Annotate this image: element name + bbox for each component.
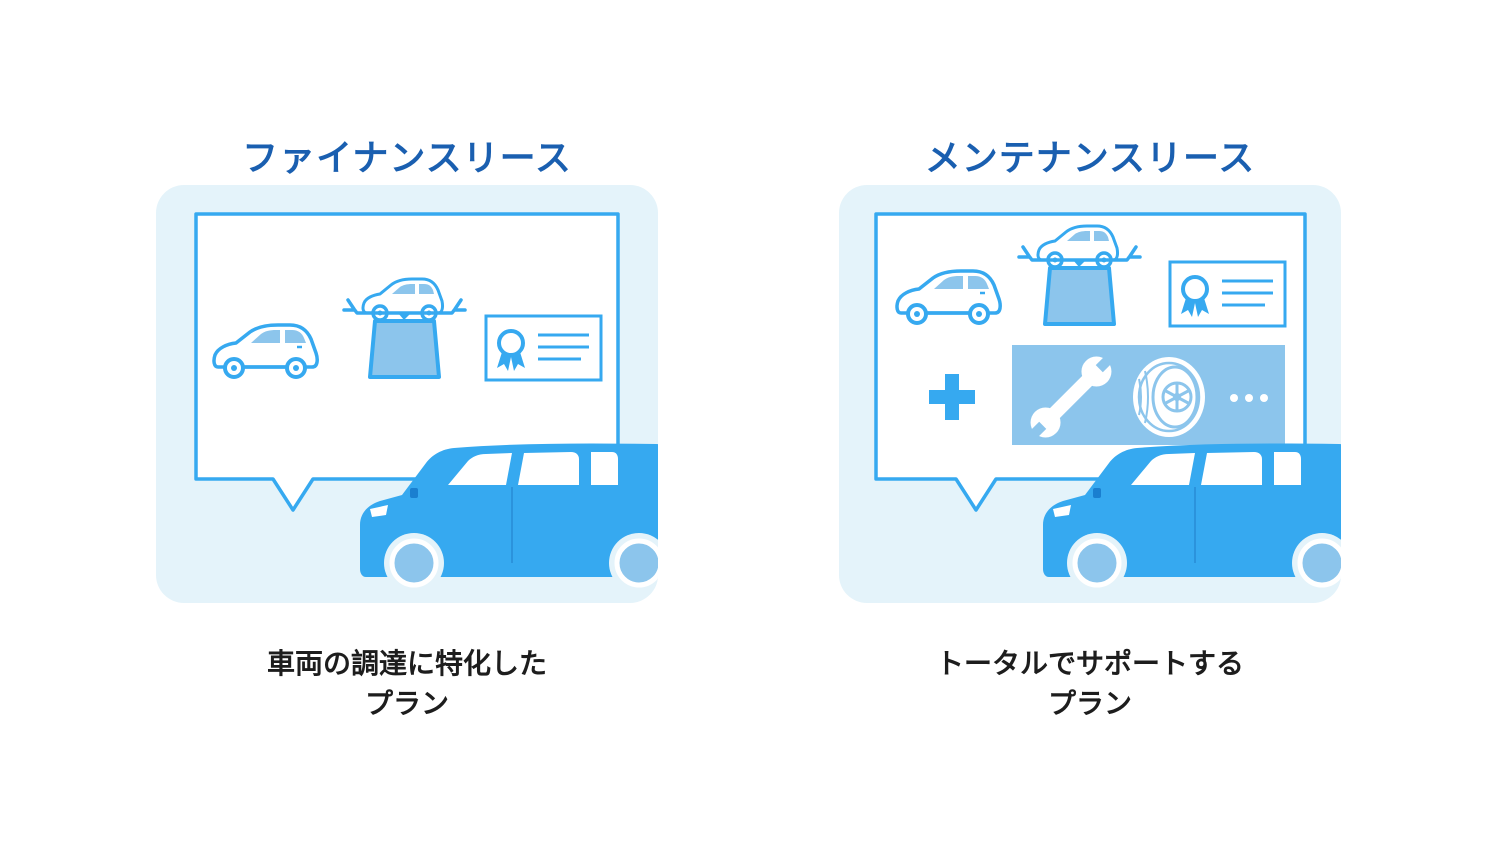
plus-icon	[929, 374, 975, 420]
plan-title: ファイナンスリース	[242, 137, 572, 179]
plan-description: トータルでサポートする プラン	[810, 644, 1370, 724]
car-outline-icon	[212, 323, 319, 379]
minivan-image	[360, 443, 658, 593]
plan-description: 車両の調達に特化した プラン	[127, 644, 687, 724]
ellipsis-icon	[1230, 394, 1268, 402]
plan-maintenance-lease: メンテナンスリース	[810, 0, 1370, 845]
plan-description-line-2: プラン	[1047, 687, 1132, 720]
plan-description-line-1: 車両の調達に特化した	[266, 647, 547, 680]
plan-description-line-1: トータルでサポートする	[935, 647, 1244, 680]
maintenance-lease-illustration	[839, 185, 1341, 603]
tire-icon	[1133, 357, 1205, 437]
certificate-icon	[484, 314, 603, 382]
finance-lease-illustration	[156, 185, 658, 603]
certificate-icon	[1168, 260, 1287, 328]
plan-title: メンテナンスリース	[924, 137, 1256, 179]
scale-with-car-icon	[1017, 224, 1142, 326]
car-outline-icon	[895, 269, 1002, 325]
plan-finance-lease: ファイナンスリース	[127, 0, 687, 845]
minivan-image	[1043, 443, 1341, 593]
wrench-icon	[1027, 353, 1115, 441]
plan-description-line-2: プラン	[364, 687, 449, 720]
scale-with-car-icon	[342, 277, 467, 379]
